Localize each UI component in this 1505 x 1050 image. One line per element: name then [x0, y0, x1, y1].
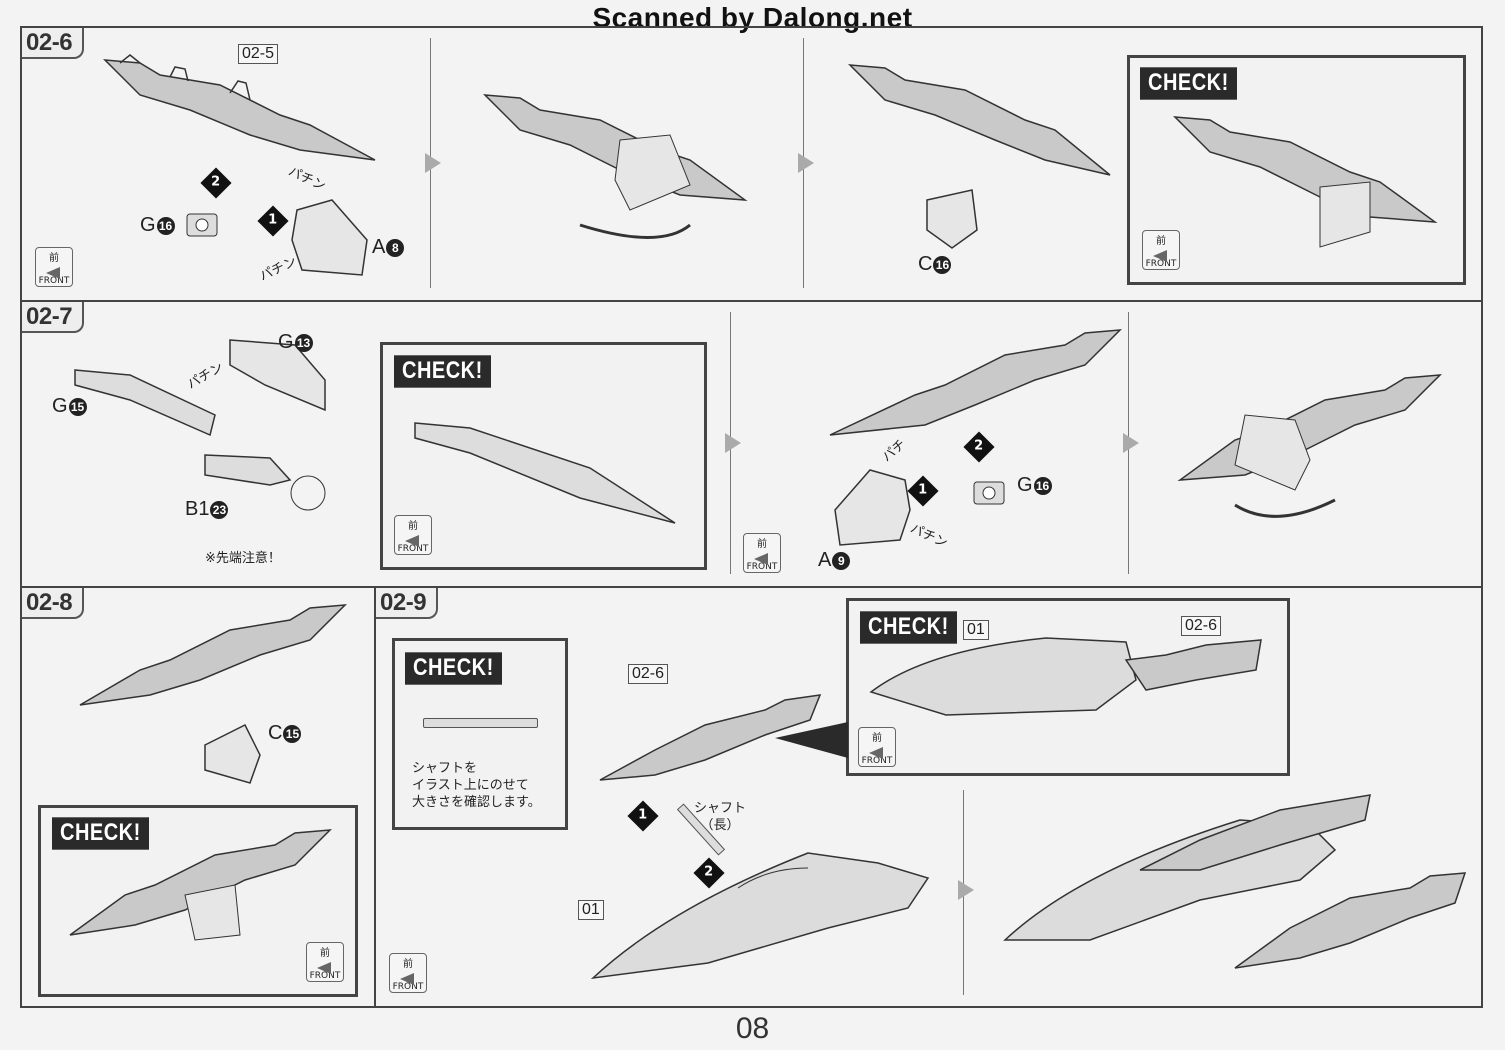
check-instructions: シャフトを イラスト上にのせて 大きさを確認します。: [412, 760, 541, 811]
armor-part-illustration: [291, 199, 368, 276]
blade-part-illustration: [204, 454, 326, 511]
ref-02-5: 02-5: [238, 44, 279, 64]
shaft-label-line: シャフト: [694, 801, 747, 816]
check-label: CHECK!: [860, 611, 957, 644]
frame-part-illustration: [74, 369, 216, 437]
fuselage-assembly-illustration: [1003, 794, 1371, 941]
wing-part-illustration: [829, 329, 1122, 436]
col-divider-02-8: [374, 587, 376, 1008]
wing-part-illustration: [483, 94, 748, 239]
next-arrow: [425, 153, 441, 173]
caution-note: ※先端注意！: [205, 551, 281, 566]
next-arrow: [798, 153, 814, 173]
wing-part-illustration: [599, 694, 822, 781]
step-label-02-6: 02-6: [22, 28, 85, 59]
wing-part-illustration: [79, 604, 347, 706]
fuselage-assembly-illustration: [869, 637, 1262, 716]
ref-02-6: 02-6: [1181, 616, 1222, 636]
ref-01: 01: [963, 620, 989, 640]
armor-part-illustration: [204, 723, 261, 784]
wing-part-illustration: [1234, 872, 1467, 969]
step-label-02-9: 02-9: [376, 588, 439, 619]
check-label: CHECK!: [405, 652, 502, 685]
shaft-label-line: （長）: [700, 818, 740, 833]
fuselage-part-illustration: [590, 852, 930, 980]
instruction-line: イラスト上にのせて: [412, 778, 529, 793]
wing-part-illustration: [1177, 374, 1442, 518]
joint-part-illustration: [973, 481, 1005, 505]
armor-part-illustration: [926, 189, 978, 249]
next-arrow: [1123, 433, 1139, 453]
ref-02-6: 02-6: [628, 664, 669, 684]
shaft-label: シャフト （長）: [694, 800, 746, 834]
joint-part-illustration: [186, 213, 218, 237]
wing-part-illustration: [848, 64, 1111, 176]
page-number: 08: [735, 1012, 770, 1045]
armor-part-illustration: [834, 469, 911, 546]
callout-pointer: [775, 722, 848, 758]
instruction-line: 大きさを確認します。: [412, 795, 541, 810]
row-divider-2: [20, 586, 1483, 588]
shaft-scale: [423, 718, 538, 728]
row-divider-1: [20, 300, 1483, 302]
page-frame: [20, 26, 1483, 1008]
wing-part-illustration: [1173, 116, 1438, 248]
check-label: CHECK!: [1140, 67, 1237, 100]
instruction-line: シャフトを: [412, 761, 478, 776]
step-label-02-7: 02-7: [22, 302, 85, 333]
step-label-02-8: 02-8: [22, 588, 85, 619]
check-label: CHECK!: [394, 355, 491, 388]
check-label: CHECK!: [52, 817, 149, 850]
next-arrow: [725, 433, 741, 453]
wing-part-illustration: [103, 54, 376, 161]
next-arrow: [958, 880, 974, 900]
wing-part-illustration: [69, 829, 332, 941]
ref-01: 01: [578, 900, 604, 920]
frame-part-illustration: [414, 422, 676, 524]
